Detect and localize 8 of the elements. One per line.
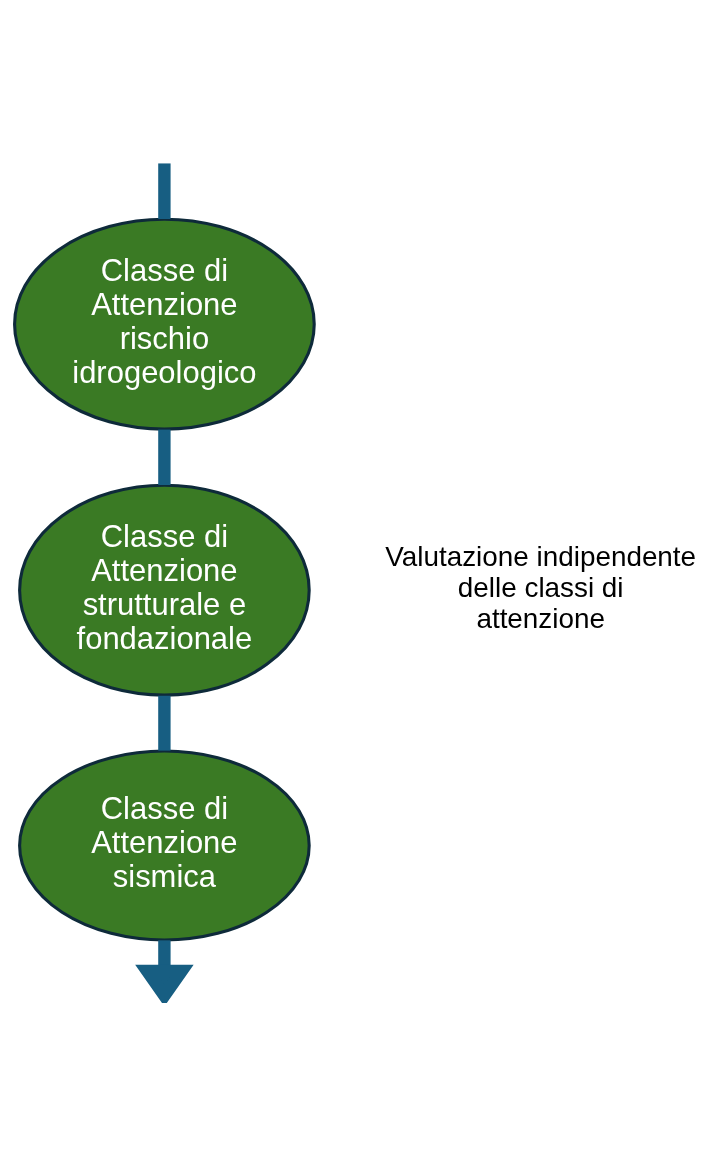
connector — [158, 695, 171, 751]
label: Valutazione indipendente delle classi di attenzione — [385, 540, 697, 634]
node-ellipse: Classe di Attenzione rischio idrogeologico — [13, 217, 316, 431]
connector — [158, 162, 171, 219]
connector — [158, 429, 171, 485]
arrow — [135, 939, 194, 1003]
node-ellipse: Classe di Attenzione sismica — [18, 748, 311, 941]
node-ellipse: Classe di Attenzione strutturale e fondazionale — [18, 483, 311, 697]
